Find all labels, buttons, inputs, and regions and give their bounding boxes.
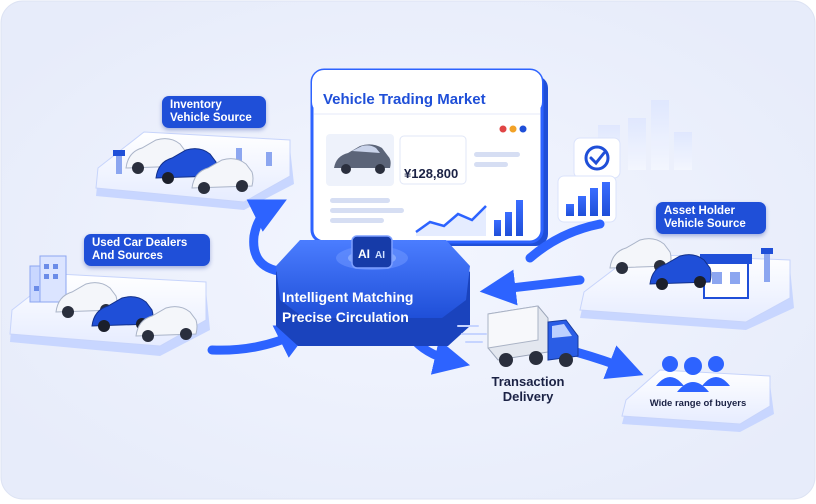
window-dot-orange [509, 125, 517, 133]
dealers-tag-line-1: Used Car Dealers [92, 237, 188, 249]
car-thumbnail [326, 134, 394, 186]
delivery-label: Transaction Delivery [478, 374, 578, 404]
inventory-tag-line-1: Inventory [170, 99, 222, 111]
market-screen: Vehicle Trading Market ¥128,800 [310, 68, 548, 246]
window-dot-red [499, 125, 507, 133]
buyers-label: Wide range of buyers [649, 398, 747, 409]
market-title: Vehicle Trading Market [323, 91, 486, 108]
hub-line-1: Intelligent Matching [282, 289, 413, 305]
hub-line-2: Precise Circulation [282, 309, 409, 325]
check-badge-icon [573, 137, 621, 179]
window-dot-blue [519, 125, 527, 133]
ai-chip-label-right: AI [375, 250, 385, 261]
buyers-group-icon [656, 356, 730, 392]
car-white-2 [191, 158, 254, 194]
buyers-platform [621, 369, 774, 432]
listing-text-lines [330, 152, 520, 223]
inventory-tag-line-2: Vehicle Source [170, 112, 252, 124]
car-blue-3 [649, 254, 712, 290]
asset-tag-line-1: Asset Holder [664, 205, 735, 217]
asset-tag-line-2: Vehicle Source [664, 218, 746, 230]
price-label: ¥128,800 [404, 166, 458, 181]
inventory-source-tag: Inventory Vehicle Source [162, 96, 266, 128]
arrow-asset-link [525, 219, 605, 263]
ai-chip-icon: AI AI [351, 235, 393, 269]
speed-lines [457, 325, 487, 343]
screen-bar-chart [494, 200, 523, 236]
store-icon [700, 254, 752, 299]
arrow-delivery-to-buyers [571, 345, 644, 380]
trend-line-chart [415, 205, 487, 236]
floating-bar-chart-icon [557, 175, 617, 223]
ai-chip-label-left: AI [358, 247, 370, 261]
delivery-truck-icon [487, 305, 579, 367]
arrow-asset-to-hub [479, 269, 585, 306]
building-icon [29, 255, 67, 303]
asset-holder-platform [579, 248, 794, 330]
decorative-bars [598, 100, 692, 170]
delivery-line-2: Delivery [502, 389, 554, 404]
dealers-tag-line-2: And Sources [92, 250, 163, 262]
dealers-source-tag: Used Car Dealers And Sources [84, 234, 210, 266]
car-white-4 [135, 306, 198, 342]
asset-holder-tag: Asset Holder Vehicle Source [656, 202, 766, 234]
arrow-hub-to-inventory [246, 199, 301, 277]
delivery-line-1: Transaction [491, 374, 565, 389]
